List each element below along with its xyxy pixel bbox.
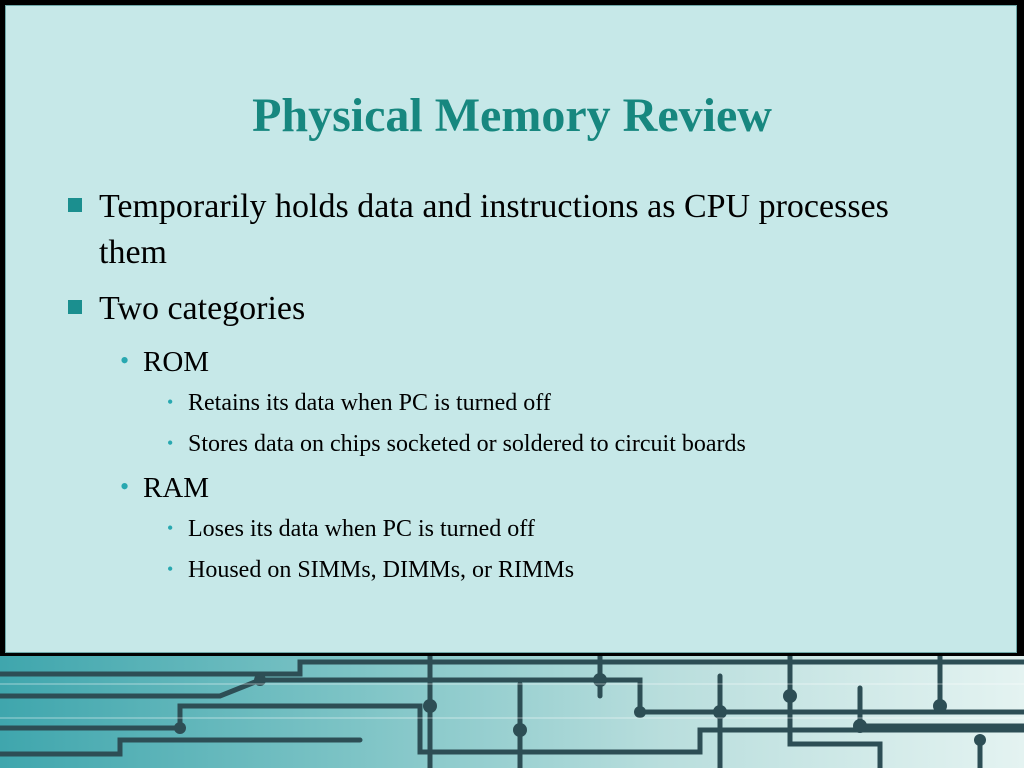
detail-bullet-item: • Stores data on chips socketed or solde… xyxy=(6,427,1018,461)
content-panel: Physical Memory Review Temporarily holds… xyxy=(5,5,1017,653)
bullet-list: Temporarily holds data and instructions … xyxy=(6,184,1018,594)
sub-bullet-text: RAM xyxy=(143,472,210,504)
bullet-text: Temporarily holds data and instructions … xyxy=(99,188,889,271)
detail-bullet-item: • Housed on SIMMs, DIMMs, or RIMMs xyxy=(6,553,1018,587)
sub-bullet-text: ROM xyxy=(143,346,210,378)
circuit-board-banner xyxy=(0,656,1024,768)
dot-bullet-icon: • xyxy=(167,518,174,538)
detail-bullet-item: • Loses its data when PC is turned off xyxy=(6,512,1018,546)
dot-bullet-icon: • xyxy=(120,472,130,501)
detail-bullet-item: • Retains its data when PC is turned off xyxy=(6,386,1018,420)
detail-bullet-text: Retains its data when PC is turned off xyxy=(188,390,551,416)
bullet-item: Temporarily holds data and instructions … xyxy=(6,184,1018,276)
square-bullet-icon xyxy=(68,300,82,314)
bullet-item: Two categories xyxy=(6,286,1018,332)
slide-title: Physical Memory Review xyxy=(252,89,772,142)
detail-bullet-text: Housed on SIMMs, DIMMs, or RIMMs xyxy=(188,557,575,583)
sub-bullet-item: • ROM xyxy=(6,342,1018,382)
dot-bullet-icon: • xyxy=(120,346,130,375)
detail-bullet-text: Stores data on chips socketed or soldere… xyxy=(188,431,746,457)
dot-bullet-icon: • xyxy=(167,433,174,453)
sub-bullet-item: • RAM xyxy=(6,468,1018,508)
square-bullet-icon xyxy=(68,198,82,212)
dot-bullet-icon: • xyxy=(167,559,174,579)
bullet-text: Two categories xyxy=(99,290,306,327)
detail-bullet-text: Loses its data when PC is turned off xyxy=(188,516,535,542)
dot-bullet-icon: • xyxy=(167,392,174,412)
